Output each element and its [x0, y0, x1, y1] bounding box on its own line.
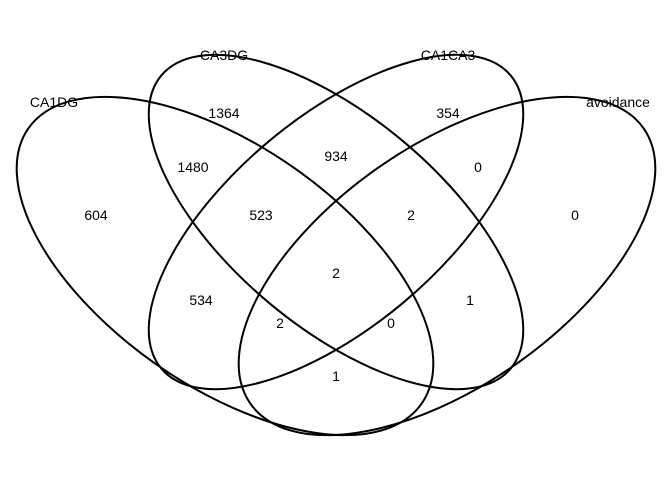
set-label-ca3dg: CA3DG — [200, 47, 248, 63]
count-ca3dg-ca1ca3-avoidance: 2 — [407, 207, 415, 223]
set-label-ca1ca3: CA1CA3 — [421, 47, 476, 63]
count-ca3dg-only: 1364 — [208, 105, 239, 121]
ellipse-ca1ca3 — [147, 53, 525, 391]
count-ca1dg-ca1ca3-avoidance: 2 — [276, 315, 284, 331]
set-label-ca1dg: CA1DG — [30, 94, 78, 110]
ellipse-avoidance — [237, 95, 657, 437]
ellipse-ca1dg — [15, 95, 435, 437]
count-ca1ca3-only: 354 — [436, 105, 460, 121]
count-ca1dg-ca1ca3: 534 — [189, 292, 213, 308]
count-all-four: 2 — [332, 265, 340, 281]
count-ca1dg-ca3dg-ca1ca3: 523 — [249, 207, 273, 223]
set-label-avoidance: avoidance — [586, 94, 650, 110]
count-ca1dg-ca3dg: 1480 — [177, 159, 208, 175]
count-ca1dg-avoidance: 1 — [332, 368, 340, 384]
count-ca3dg-ca1ca3: 934 — [324, 148, 348, 164]
count-ca1ca3-avoidance: 0 — [474, 159, 482, 175]
count-ca3dg-avoidance: 1 — [466, 292, 474, 308]
count-ca1dg-only: 604 — [84, 207, 108, 223]
count-ca1dg-ca3dg-avoidance: 0 — [387, 315, 395, 331]
count-avoidance-only: 0 — [571, 207, 579, 223]
